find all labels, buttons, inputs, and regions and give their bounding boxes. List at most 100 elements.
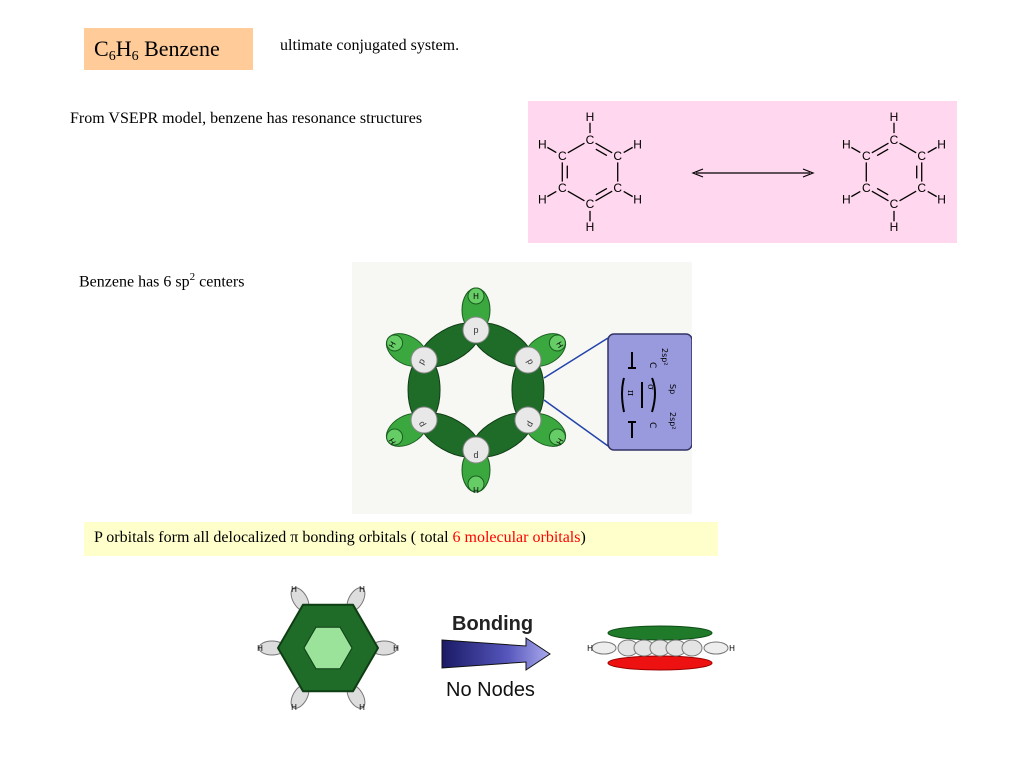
ch-bond	[851, 190, 861, 198]
ch-bond	[623, 146, 633, 154]
title-sub-6a: 6	[108, 49, 116, 64]
p-orbital	[514, 346, 542, 374]
hydrogen-atom-label: H	[937, 138, 946, 152]
sp2-caption-main: Benzene has 6 sp	[79, 273, 190, 291]
no-nodes-label: No Nodes	[446, 679, 535, 701]
pi-orbitals-caption: P orbitals form all delocalized π bondin…	[94, 529, 586, 547]
cc-bond	[595, 190, 613, 202]
carbon-atom-label: C	[558, 181, 567, 195]
hydrogen-atom-label: H	[937, 193, 946, 207]
ch-bond	[927, 146, 937, 154]
ch-bond	[547, 146, 557, 154]
pi-ring-center	[303, 626, 353, 670]
carbon-atom-label: C	[890, 133, 899, 147]
hydrogen-label: H	[291, 703, 297, 712]
p-orbital-label: p	[416, 357, 427, 366]
cc-bond	[899, 190, 917, 202]
inset-label-sp: Sp	[668, 384, 677, 394]
inset-label-sigma: σ	[645, 384, 655, 390]
page-title: C6H6 Benzene	[94, 36, 220, 65]
hydrogen-label: H	[359, 703, 365, 712]
hydrogen-atom-label: H	[538, 193, 547, 207]
resonance-panel	[528, 101, 957, 243]
hydrogen-label: H	[393, 644, 399, 653]
hydrogen-label: H	[473, 485, 479, 494]
p-orbital	[462, 316, 490, 344]
cc-double-bond	[595, 187, 608, 196]
hydrogen-label: H	[291, 585, 297, 594]
inset-label-c-top: C	[647, 362, 657, 368]
hydrogen-atom-label: H	[842, 193, 851, 207]
cc-bond	[899, 142, 917, 154]
hydrogen-atom-label: H	[842, 138, 851, 152]
sp2-caption-sup: 2	[189, 271, 196, 283]
title-h: H	[115, 36, 132, 61]
pi-orbitals-box	[84, 522, 718, 556]
pi-lobe-bottom	[607, 655, 713, 671]
hydrogen-atom-label: H	[538, 138, 547, 152]
title-box	[84, 28, 253, 70]
p-orbital	[514, 406, 542, 434]
ch-bond	[927, 190, 937, 198]
pi-caption-end: )	[580, 529, 586, 546]
cc-bond	[595, 142, 613, 154]
hydrogen-label: H	[473, 292, 479, 301]
p-orbital	[410, 406, 438, 434]
carbon-atom	[681, 639, 703, 657]
sigma-pi-inset	[607, 333, 692, 451]
carbon-atom-label: C	[862, 181, 871, 195]
subtitle: ultimate conjugated system.	[280, 37, 460, 54]
carbon-atom-label: C	[917, 181, 926, 195]
bonding-arrow-icon	[441, 637, 551, 671]
hydrogen-atom	[386, 428, 404, 446]
cc-double-bond	[876, 148, 889, 157]
p-orbital-label: p	[416, 420, 427, 429]
title-sub-6b: 6	[131, 49, 139, 64]
p-orbital-label: p	[473, 451, 478, 461]
cc-bond	[871, 142, 889, 154]
title-benzene: Benzene	[138, 36, 220, 61]
inset-connector-top	[543, 337, 609, 379]
hydrogen-label: H	[729, 644, 735, 653]
hydrogen-atom	[548, 334, 566, 352]
sp2-caption-tail: centers	[195, 273, 245, 291]
carbon-atom-label: C	[613, 181, 622, 195]
hydrogen-atom	[548, 428, 566, 446]
hydrogen-label: H	[554, 340, 565, 350]
p-orbital	[410, 346, 438, 374]
hydrogen-atom-label: H	[586, 220, 595, 234]
cc-double-bond	[876, 187, 889, 196]
hydrogen-atom-label: H	[890, 220, 899, 234]
ch-lobe	[591, 641, 617, 655]
hydrogen-atom	[467, 475, 485, 493]
carbon-atom-label: C	[862, 149, 871, 163]
inset-label-2sp2-bottom: 2sp²	[668, 412, 677, 430]
p-orbital-label: p	[525, 420, 536, 429]
ch-bond	[623, 190, 633, 198]
cc-bond	[567, 190, 585, 202]
hydrogen-atom	[467, 287, 485, 305]
hydrogen-label: H	[257, 644, 263, 653]
title-c: C	[94, 36, 109, 61]
carbon-atom-label: C	[917, 149, 926, 163]
carbon-atom-label: C	[613, 149, 622, 163]
sp2-caption: Benzene has 6 sp2 centers	[79, 271, 244, 291]
hydrogen-atom-label: H	[633, 138, 642, 152]
carbon-atom-label: C	[586, 133, 595, 147]
cc-bond	[567, 142, 585, 154]
ch-lobe	[703, 641, 729, 655]
resonance-arrow	[691, 168, 815, 178]
inset-label-pi: π	[625, 390, 635, 396]
inset-label-2sp2-top: 2sp²	[660, 348, 669, 366]
hydrogen-atom-label: H	[586, 110, 595, 124]
p-orbital-label: p	[473, 325, 478, 335]
carbon-atom-label: C	[890, 197, 899, 211]
hydrogen-atom-label: H	[890, 110, 899, 124]
